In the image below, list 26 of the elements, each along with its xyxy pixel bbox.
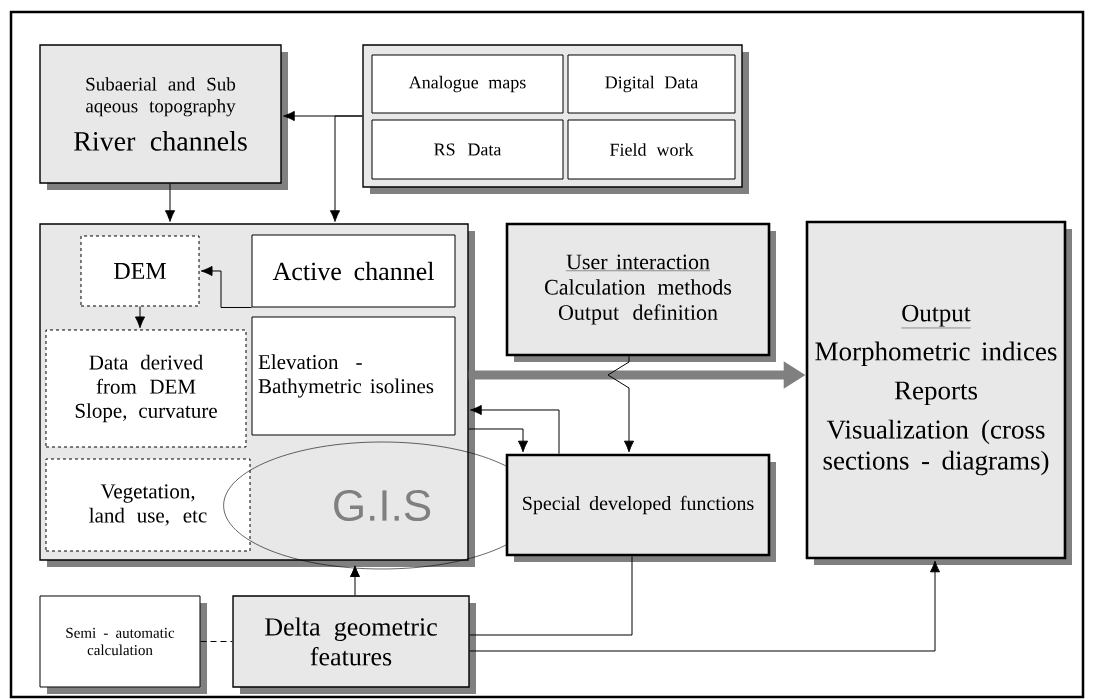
dashed-box: DEM (80, 235, 200, 307)
arrow (164, 183, 176, 222)
process-box: Analogue maps (371, 54, 564, 114)
dashed-line (200, 641, 233, 642)
connector-line (469, 555, 633, 636)
process-box: Digital Data (567, 54, 736, 114)
process-box: RS Data (371, 119, 564, 180)
process-box: Special developed functions (505, 453, 776, 562)
process-box: User interaction Calculation methods Output definition (505, 222, 776, 362)
process-box: Active channel (251, 234, 456, 308)
dashed-box: Data derived from DEM Slope, curvature (45, 329, 247, 448)
input-box: Subaerial and Sub aqeous topography River channels (39, 44, 288, 190)
process-box: Field work (567, 119, 736, 180)
arrow (469, 560, 941, 652)
arrow (349, 565, 361, 596)
arrow (134, 306, 146, 329)
process-box: Delta geometric features (232, 595, 476, 694)
process-box: Elevation - Bathymetric isolines (251, 316, 456, 436)
arrow (200, 265, 252, 308)
arrow (329, 115, 363, 222)
arrow (607, 355, 635, 453)
arrow (468, 428, 529, 453)
process-box: Output Morphometric indices Reports Visualization (cross sections - diagrams) (805, 220, 1072, 565)
arrow (470, 404, 560, 455)
note-box: Semi - automatic calculation (39, 595, 207, 694)
dashed-box: Vegetation, land use, etc (45, 458, 251, 552)
